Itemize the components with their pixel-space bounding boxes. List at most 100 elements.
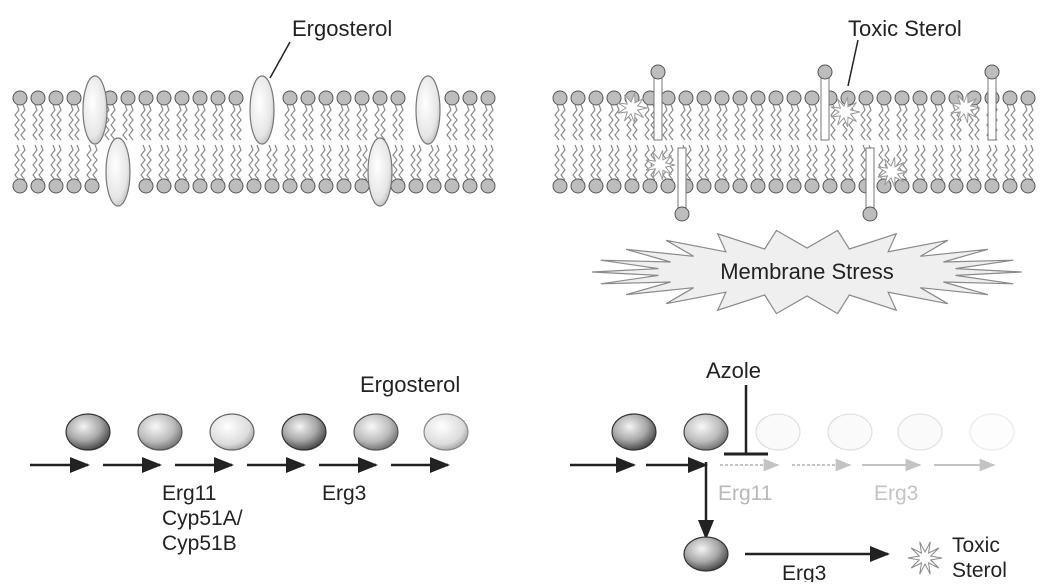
lipid [715,145,729,193]
lipid [733,91,747,140]
blocked-intermediate [756,414,800,450]
lipid [481,91,495,140]
sterol-intermediate [612,414,656,450]
lipid [463,145,477,193]
lipid [211,145,225,193]
enzyme-cyp51b-label: Cyp51B [162,532,237,555]
sterol-intermediate [210,414,254,450]
lipid [229,145,243,193]
lipid [787,145,801,193]
blocked-erg3-label: Erg3 [874,482,918,505]
lipid [823,145,837,193]
lipid [751,145,765,193]
lipid [805,91,819,140]
lipid [481,145,495,193]
lipid [589,145,603,193]
lipid [859,91,873,140]
sterol-intermediate [138,414,182,450]
azole-label: Azole [706,358,761,383]
lipid [157,145,171,193]
lipid [373,91,387,140]
lipid [355,91,369,140]
ergosterol-molecule [250,76,274,144]
lipid [337,145,351,193]
lipid [1003,91,1017,140]
ergosterol-molecule [83,76,107,144]
ergosterol-molecule [416,76,440,144]
toxic-sterol-product [908,542,942,574]
lipid [175,91,189,140]
lipid [661,91,675,140]
toxic-sterol-product-label-line1: Toxic [952,534,1000,557]
lipid [283,91,297,140]
lipid [301,145,315,193]
lipid [1003,145,1017,193]
ergosterol-molecule [368,138,392,206]
lipid [211,91,225,140]
lipid [445,91,459,140]
lipid [31,145,45,193]
ergosterol-product-label: Ergosterol [360,372,460,397]
lipid [319,91,333,140]
membrane-stress-label: Membrane Stress [720,259,894,284]
blocked-intermediate [970,414,1014,450]
enzyme-erg11-label: Erg11 [162,482,216,505]
lipid [571,91,585,140]
lipid [913,145,927,193]
lipid [67,145,81,193]
ergosterol-molecule [106,138,130,206]
lipid [1021,91,1035,140]
lipid [625,145,639,193]
lipid [301,91,315,140]
lipid [877,91,891,140]
sterol-intermediate [684,414,728,450]
lipid [733,145,747,193]
enzyme-cyp51a-label: Cyp51A/ [162,507,243,530]
enzyme-erg3-label: Erg3 [322,482,366,505]
lipid [589,91,603,140]
lipid [931,145,945,193]
membrane-stress-burst: Membrane Stress [592,230,1022,313]
lipid [949,145,963,193]
lipid [553,91,567,140]
lipid [139,91,153,140]
lipid [679,91,693,140]
lipid [319,145,333,193]
sterol-intermediate [282,414,326,450]
lipid [463,91,477,140]
lipid [49,91,63,140]
pathway-normal [30,414,468,465]
lipid [787,91,801,140]
lipid [355,145,369,193]
lipid [571,145,585,193]
blocked-erg11-label: Erg11 [718,482,772,505]
lipid [157,91,171,140]
lipid [409,145,423,193]
lipid [841,145,855,193]
lipid [193,91,207,140]
sterol-intermediate [66,414,110,450]
lipid [13,91,27,140]
lipid [715,91,729,140]
lipid [553,145,567,193]
lipid [391,91,405,140]
lipid [913,91,927,140]
lipid [697,91,711,140]
lipid [265,145,279,193]
lipid [769,145,783,193]
lipid [67,91,81,140]
lipid [49,145,63,193]
lipid [1021,145,1035,193]
lipid [13,145,27,193]
lipid [769,91,783,140]
pathway-azole-inhibited [570,385,1014,574]
lipid [427,145,441,193]
toxic-sterol-product-label-line2: Sterol [952,559,1007,582]
lipid [967,145,981,193]
lipid [445,145,459,193]
lipid [607,91,621,140]
toxic-sterol-label: Toxic Sterol [848,16,962,41]
lipid [607,145,621,193]
